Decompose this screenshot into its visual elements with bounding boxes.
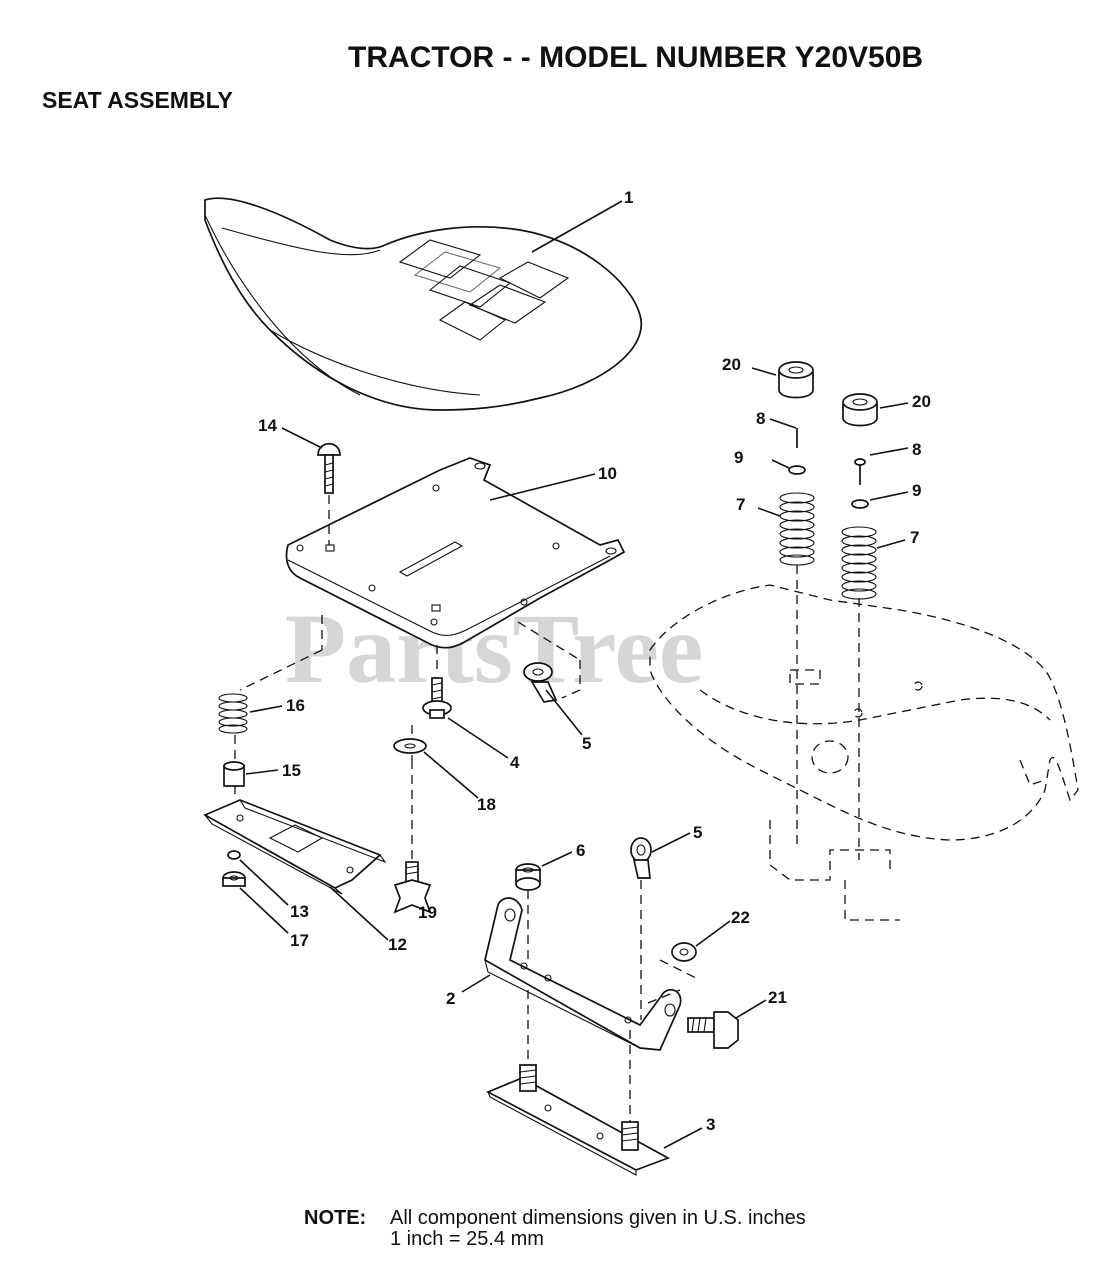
callout-12: 12	[388, 935, 407, 954]
callout-14: 14	[258, 416, 277, 435]
callout-2: 2	[446, 989, 455, 1008]
carriage-bolt-part	[317, 442, 341, 494]
callout-4: 4	[510, 753, 520, 772]
callout-3: 3	[706, 1115, 715, 1134]
callout-17: 17	[290, 931, 309, 950]
callout-22: 22	[731, 908, 750, 927]
seat-part	[204, 197, 643, 411]
shoulder-bolt-part	[422, 677, 452, 719]
callout-15: 15	[282, 761, 301, 780]
note-line-2: 1 inch = 25.4 mm	[390, 1228, 544, 1250]
adjustment-plate-part	[203, 799, 387, 895]
spring-part-right	[841, 526, 877, 600]
locknut-part	[222, 871, 246, 887]
seat-bracket-part	[484, 897, 682, 1051]
section-title: SEAT ASSEMBLY	[42, 87, 233, 113]
spacer-part-left	[778, 361, 814, 399]
callout-9-right: 9	[912, 481, 921, 500]
mounting-plate-part	[485, 1064, 671, 1176]
callout-7-left: 7	[736, 495, 745, 514]
callout-1: 1	[624, 188, 633, 207]
callout-21: 21	[768, 988, 787, 1007]
seat-pan-part	[285, 457, 626, 649]
callout-13: 13	[290, 902, 309, 921]
note-line-1: All component dimensions given in U.S. i…	[390, 1207, 806, 1229]
callout-8-left: 8	[756, 409, 765, 428]
clip-part-lower	[630, 837, 652, 879]
callout-10: 10	[598, 464, 617, 483]
spacer-part-right	[842, 393, 878, 427]
compression-spring-part	[218, 693, 248, 734]
flat-washer-part	[393, 738, 427, 754]
nut-part-small	[227, 850, 241, 860]
adjustment-knob-part	[393, 861, 432, 914]
hex-bolt-part	[687, 1011, 739, 1049]
callout-19: 19	[418, 903, 437, 922]
note-label: NOTE:	[304, 1207, 366, 1229]
diagram-title: TRACTOR - - MODEL NUMBER Y20V50B	[348, 41, 923, 74]
callout-20-left: 20	[722, 355, 741, 374]
bushing-part	[223, 761, 245, 787]
fender-outline	[649, 584, 1079, 921]
flange-nut-part	[671, 942, 697, 962]
hex-nut-part	[515, 863, 541, 891]
callout-16: 16	[286, 696, 305, 715]
callout-6: 6	[576, 841, 585, 860]
callout-5-lower: 5	[693, 823, 702, 842]
clip-part-upper	[523, 662, 558, 703]
callout-20-right: 20	[912, 392, 931, 411]
callout-18: 18	[477, 795, 496, 814]
callout-8-right: 8	[912, 440, 921, 459]
callout-5-upper: 5	[582, 734, 591, 753]
callout-9-left: 9	[734, 448, 743, 467]
callout-7-right: 7	[910, 528, 919, 547]
spring-part-left	[779, 492, 815, 566]
